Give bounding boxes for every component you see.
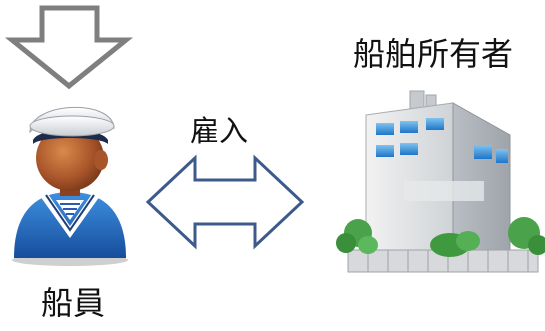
building-icon: [336, 90, 545, 273]
hire-label: 雇入: [190, 114, 249, 148]
double-arrow-icon: [145, 154, 305, 250]
sailor-icon: [12, 107, 128, 266]
owner-label: 船舶所有者: [353, 35, 514, 73]
down-arrow-icon: [4, 5, 134, 90]
crew-label: 船員: [41, 284, 106, 322]
